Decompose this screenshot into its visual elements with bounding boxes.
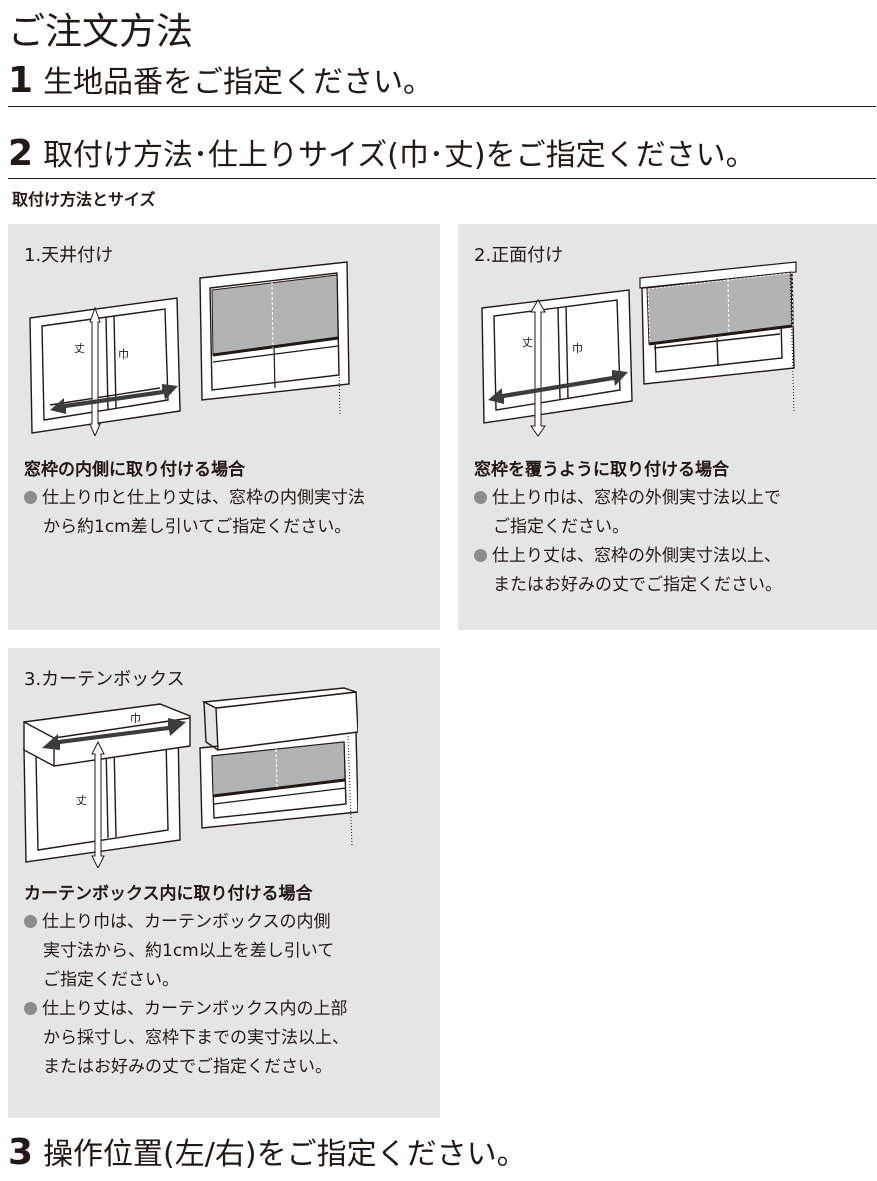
section-subheading: 取付け方法とサイズ <box>12 190 156 209</box>
width-label: 巾 <box>572 341 583 355</box>
length-label: 丈 <box>76 794 87 807</box>
bullet-line: 仕上り丈は、窓枠の外側実寸法以上、 <box>474 542 782 571</box>
panel-bullets: 仕上り巾は、窓枠の外側実寸法以上で ご指定ください。 仕上り丈は、窓枠の外側実寸… <box>474 484 782 600</box>
width-label: 巾 <box>118 347 129 361</box>
bullet-dot <box>24 1002 37 1015</box>
width-label: 巾 <box>130 711 141 725</box>
ceiling-mount-diagram: 丈 巾 <box>29 261 350 436</box>
panel-label: 3.カーテンボックス <box>24 669 185 690</box>
bullet-line: から採寸し、窓枠下までの実寸法以上、 <box>43 1028 349 1048</box>
bullet-dot <box>474 549 487 562</box>
panel-heading: 窓枠を覆うように取り付ける場合 <box>474 460 729 480</box>
bullet-line: ご指定ください。 <box>493 517 629 537</box>
step-2-heading: 2 取付け方法･仕上りサイズ(巾･丈)をご指定ください。 <box>8 130 756 184</box>
divider <box>8 106 876 107</box>
mount-panel-front: 2.正面付け 丈 巾 窓枠を覆うように取り付ける場合 仕上り巾は、窓枠の外側実寸… <box>458 224 877 630</box>
length-label: 丈 <box>74 342 85 355</box>
step-1-heading: 1 生地品番をご指定ください。 <box>8 58 433 110</box>
step-1-number: 1 <box>8 60 34 101</box>
step-3-number: 3 <box>8 1132 34 1173</box>
step-2-text: 取付け方法･仕上りサイズ(巾･丈)をご指定ください。 <box>43 138 756 173</box>
panel-label: 1.天井付け <box>24 245 114 266</box>
bullet-line: 仕上り巾は、カーテンボックスの内側 <box>24 908 349 937</box>
bullet-line: またはお好みの丈でご指定ください。 <box>493 575 782 595</box>
mount-panel-ceiling: 1.天井付け 丈 巾 窓枠の内側に取り付ける場合 仕上り巾と仕上り丈は、窓枠の内… <box>8 224 440 630</box>
step-3-text: 操作位置(左/右)をご指定ください。 <box>43 1137 527 1172</box>
bullet-line: 仕上り巾は、窓枠の外側実寸法以上で <box>474 484 782 513</box>
front-mount-diagram: 丈 巾 <box>481 261 797 437</box>
step-3-heading: 3 操作位置(左/右)をご指定ください。 <box>8 1131 527 1181</box>
panel-label: 2.正面付け <box>474 245 564 266</box>
step-1-text: 生地品番をご指定ください。 <box>43 65 434 100</box>
bullet-dot <box>474 491 487 504</box>
panel-heading: カーテンボックス内に取り付ける場合 <box>24 884 313 904</box>
bullet-line: ご指定ください。 <box>43 970 179 990</box>
panel-bullets: 仕上り巾は、カーテンボックスの内側 実寸法から、約1cm以上を差し引いて ご指定… <box>24 908 349 1082</box>
bullet-dot <box>24 491 37 504</box>
bullet-line: 仕上り巾と仕上り丈は、窓枠の内側実寸法 <box>24 484 365 513</box>
mount-panel-curtain-box: 3.カーテンボックス 巾 丈 <box>8 648 440 1118</box>
bullet-dot <box>24 915 37 928</box>
bullet-line: 実寸法から、約1cm以上を差し引いて <box>43 941 335 961</box>
page-title: ご注文方法 <box>8 10 193 53</box>
step-2-number: 2 <box>8 133 34 174</box>
divider <box>8 178 876 179</box>
bullet-line: 仕上り丈は、カーテンボックス内の上部 <box>24 995 349 1024</box>
curtain-box-mount-diagram: 巾 丈 <box>23 687 358 868</box>
bullet-line: から約1cm差し引いてご指定ください。 <box>43 517 352 537</box>
panel-bullets: 仕上り巾と仕上り丈は、窓枠の内側実寸法 から約1cm差し引いてご指定ください。 <box>24 484 365 542</box>
panel-heading: 窓枠の内側に取り付ける場合 <box>24 460 245 480</box>
bullet-line: またはお好みの丈でご指定ください。 <box>43 1057 332 1077</box>
length-label: 丈 <box>522 336 533 349</box>
